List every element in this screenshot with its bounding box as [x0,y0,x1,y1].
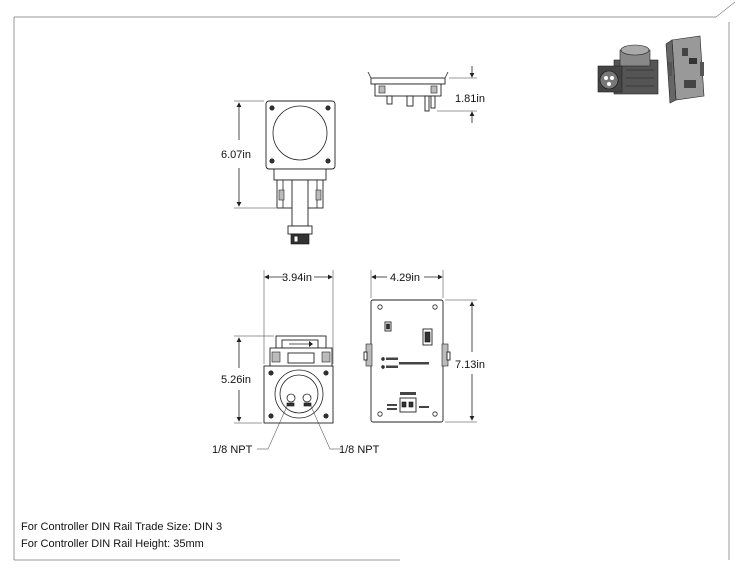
dimension-7-13: 7.13in [445,299,485,423]
controller-front-view [363,299,451,423]
sheet-border [13,1,736,561]
controller-iso-image [665,35,705,104]
dim-front-view-height: 5.26in [221,374,251,386]
dim-side-view-height: 1.81in [455,93,485,105]
dimension-6-07: 6.07in [221,100,276,209]
controller-side-view [367,71,449,112]
npt-leaders [257,403,341,450]
pump-iso-image [597,44,659,95]
dimension-5-26: 5.26in [221,335,274,424]
note-din-rail-height: For Controller DIN Rail Height: 35mm [21,538,204,550]
pump-top-view [265,100,336,245]
callout-port-right: 1/8 NPT [339,444,380,456]
dim-top-view-height: 6.07in [221,149,251,161]
dim-controller-width: 4.29in [390,272,420,284]
dimension-3-94: 3.94in [263,270,334,364]
dimension-1-81: 1.81in [437,66,485,123]
pump-front-view [263,335,334,424]
dim-controller-height: 7.13in [455,359,485,371]
dim-front-view-width: 3.94in [282,272,312,284]
note-din-rail-trade-size: For Controller DIN Rail Trade Size: DIN … [21,521,223,533]
dimension-4-29: 4.29in [370,270,444,298]
callout-port-left: 1/8 NPT [212,444,253,456]
